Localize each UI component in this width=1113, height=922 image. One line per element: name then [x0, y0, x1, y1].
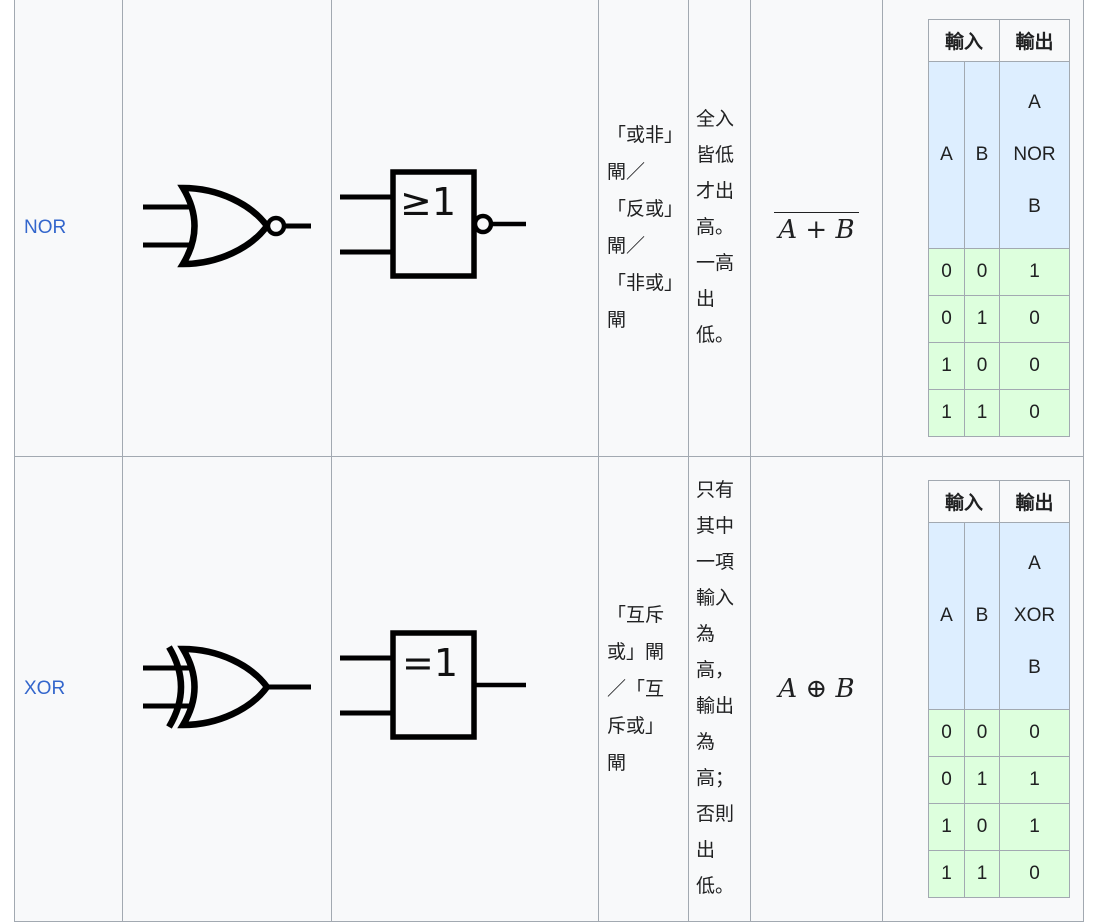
xor-truth-table: 輸入 輸出 A B A XOR B: [928, 480, 1070, 898]
behavior-cell: 只有其中一項輸入為高，輸出為高；否則出低。: [688, 456, 751, 922]
truth-value: 0: [928, 756, 965, 804]
ansi-symbol-cell: [122, 456, 332, 922]
nor-gate-icon: [143, 184, 311, 267]
out-line: NOR: [1013, 144, 1056, 165]
truth-table-cell: 輸入 輸出 A B A XOR B: [882, 456, 1084, 922]
out-line: A: [1028, 92, 1041, 113]
truth-value: 0: [999, 389, 1070, 437]
nor-truth-table: 輸入 輸出 A B A NOR B: [928, 19, 1070, 437]
formula-cell: A + B: [750, 0, 883, 457]
iec-label-text: ≥1: [400, 180, 456, 224]
truth-value: 1: [964, 389, 1000, 437]
xor-formula: A ⊕ B: [778, 674, 855, 704]
truth-value: 1: [928, 342, 965, 390]
chinese-names-text: 「或非」閘／「反或」閘／「非或」閘: [607, 125, 674, 331]
truth-value: 0: [999, 709, 1070, 757]
nor-ansi-symbol-image[interactable]: [123, 146, 331, 306]
truth-value: 0: [964, 342, 1000, 390]
xor-gate-icon: [143, 644, 311, 729]
truth-col-out: A XOR B: [999, 522, 1070, 710]
truth-value: 1: [964, 756, 1000, 804]
xor-link[interactable]: XOR: [24, 678, 66, 699]
behavior-text: 只有其中一項輸入為高，輸出為高；否則出低。: [696, 480, 735, 897]
truth-value: 0: [928, 295, 965, 343]
truth-input-header: 輸入: [928, 480, 1000, 523]
chinese-names-text: 「互斥或」閘／「互斥或」閘: [607, 604, 665, 774]
truth-value: 1: [928, 850, 965, 898]
truth-col-a: A: [928, 61, 965, 249]
out-line: B: [1028, 657, 1041, 678]
truth-value: 0: [999, 850, 1070, 898]
truth-value: 1: [928, 803, 965, 851]
truth-output-header: 輸出: [999, 19, 1070, 62]
truth-value: 1: [999, 248, 1070, 296]
table-row-xor: XOR =1: [14, 456, 1084, 922]
truth-input-header: 輸入: [928, 19, 1000, 62]
out-line: A: [1028, 553, 1041, 574]
truth-output-header: 輸出: [999, 480, 1070, 523]
truth-value: 0: [999, 342, 1070, 390]
table-row-nor: NOR ≥1: [14, 0, 1084, 457]
truth-value: 0: [928, 248, 965, 296]
gate-name-cell: XOR: [14, 456, 123, 922]
iec-symbol-cell: =1: [331, 456, 599, 922]
truth-col-b: B: [964, 61, 1000, 249]
nor-link[interactable]: NOR: [24, 217, 67, 238]
chinese-names-cell: 「互斥或」閘／「互斥或」閘: [598, 456, 689, 922]
truth-value: 1: [999, 803, 1070, 851]
behavior-text: 全入皆低才出高。一高出低。: [696, 109, 735, 346]
gate-name-cell: NOR: [14, 0, 123, 457]
truth-value: 1: [928, 389, 965, 437]
chinese-names-cell: 「或非」閘／「反或」閘／「非或」閘: [598, 0, 689, 457]
truth-col-out: A NOR B: [999, 61, 1070, 249]
iec-symbol-cell: ≥1: [331, 0, 599, 457]
truth-value: 1: [964, 850, 1000, 898]
xor-iec-symbol-image[interactable]: =1: [332, 607, 598, 767]
truth-value: 0: [964, 248, 1000, 296]
xor-ansi-symbol-image[interactable]: [123, 607, 331, 767]
truth-col-a: A: [928, 522, 965, 710]
truth-col-b: B: [964, 522, 1000, 710]
behavior-cell: 全入皆低才出高。一高出低。: [688, 0, 751, 457]
formula-cell: A ⊕ B: [750, 456, 883, 922]
truth-value: 0: [999, 295, 1070, 343]
truth-value: 0: [964, 803, 1000, 851]
xor-iec-gate-icon: =1: [340, 629, 526, 740]
truth-value: 0: [928, 709, 965, 757]
truth-table-cell: 輸入 輸出 A B A NOR B: [882, 0, 1084, 457]
iec-label-text: =1: [402, 641, 458, 685]
out-line: B: [1028, 196, 1041, 217]
truth-value: 1: [964, 295, 1000, 343]
out-line: XOR: [1013, 605, 1056, 626]
nor-iec-symbol-image[interactable]: ≥1: [332, 146, 598, 306]
logic-gate-table: NOR ≥1: [14, 0, 1084, 922]
nor-iec-gate-icon: ≥1: [340, 168, 526, 279]
nor-formula: A + B: [774, 211, 859, 245]
truth-value: 1: [999, 756, 1070, 804]
truth-value: 0: [964, 709, 1000, 757]
ansi-symbol-cell: [122, 0, 332, 457]
